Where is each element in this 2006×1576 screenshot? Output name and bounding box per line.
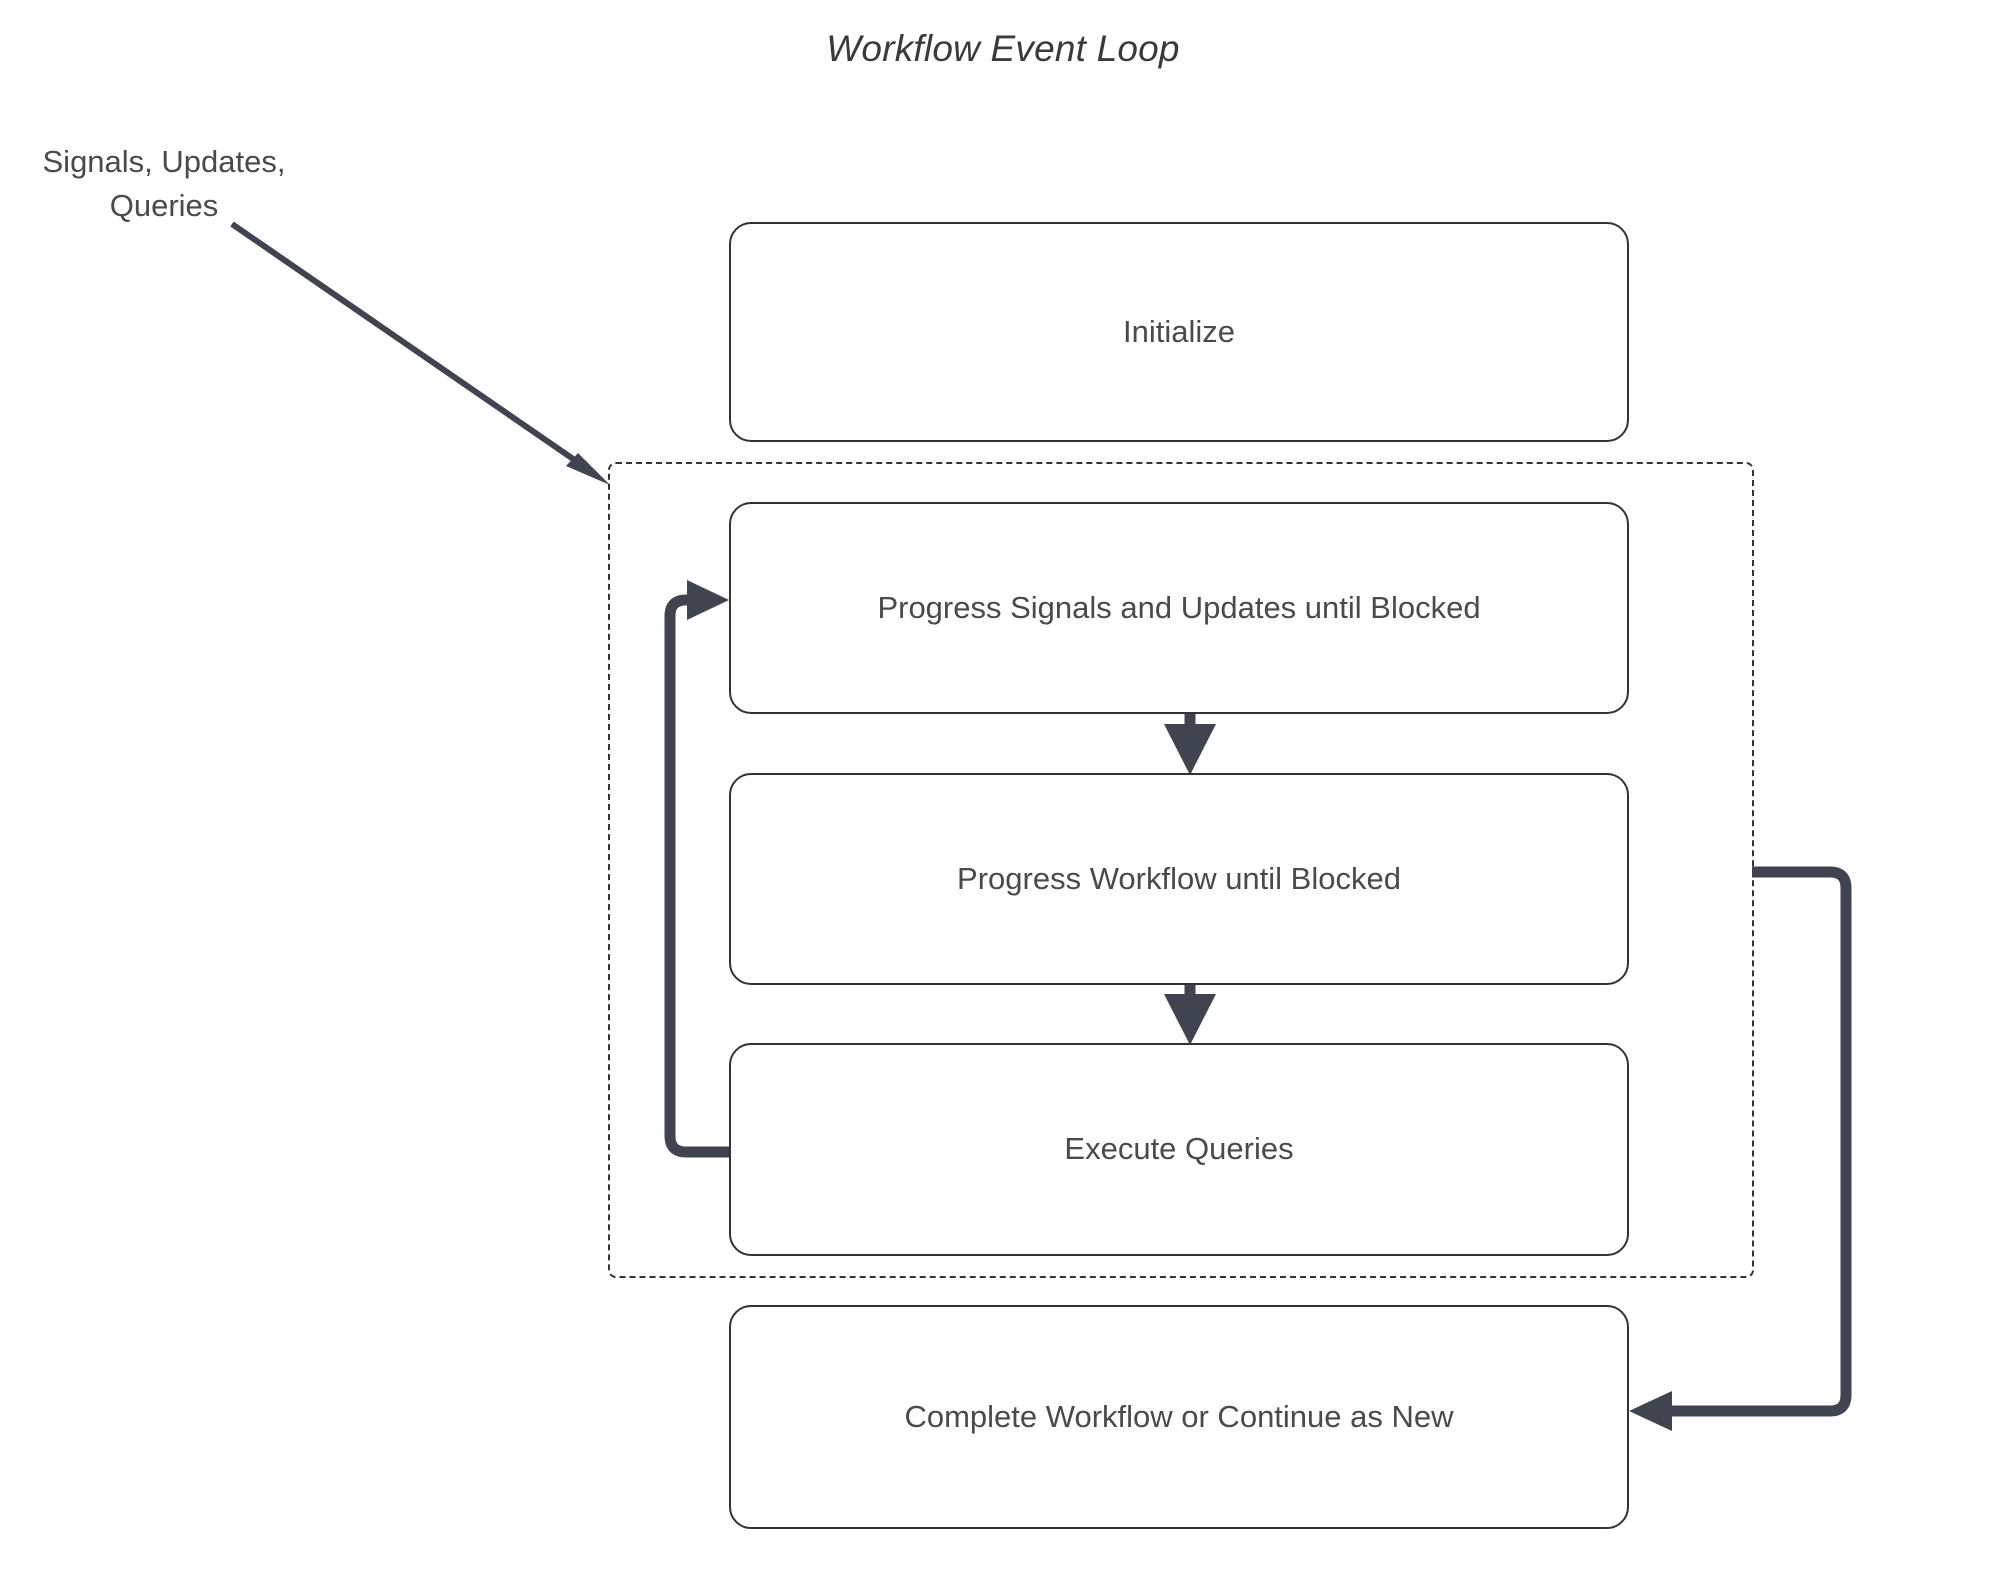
node-complete-workflow[interactable]: Complete Workflow or Continue as New <box>729 1305 1629 1529</box>
node-complete-workflow-label: Complete Workflow or Continue as New <box>904 1398 1454 1434</box>
node-execute-queries[interactable]: Execute Queries <box>729 1043 1629 1256</box>
external-input-label: Signals, Updates, Queries <box>14 140 314 228</box>
node-progress-workflow[interactable]: Progress Workflow until Blocked <box>729 773 1629 985</box>
edge-external-input <box>230 221 610 485</box>
node-progress-signals-updates[interactable]: Progress Signals and Updates until Block… <box>729 502 1629 714</box>
node-initialize[interactable]: Initialize <box>729 222 1629 442</box>
node-progress-workflow-label: Progress Workflow until Blocked <box>957 860 1401 896</box>
page-title: Workflow Event Loop <box>826 28 1180 69</box>
node-progress-signals-updates-label: Progress Signals and Updates until Block… <box>877 589 1481 625</box>
external-input-label-line1: Signals, Updates, <box>42 144 286 179</box>
external-input-label-line2: Queries <box>109 188 219 223</box>
node-initialize-label: Initialize <box>1123 313 1235 349</box>
node-execute-queries-label: Execute Queries <box>1064 1131 1294 1167</box>
